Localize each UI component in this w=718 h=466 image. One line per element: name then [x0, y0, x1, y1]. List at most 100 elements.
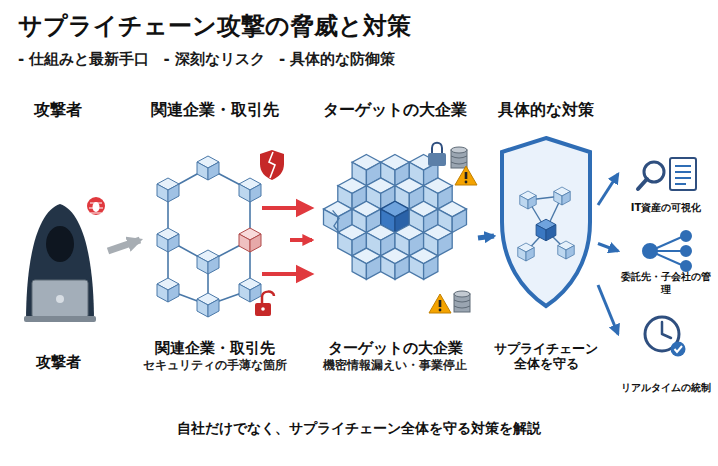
bug-icon [87, 197, 105, 215]
icon-item: リアルタイムの統制 [618, 312, 714, 394]
illustration-part [157, 228, 179, 252]
illustration-part [518, 243, 535, 261]
illustration-part [108, 174, 618, 334]
illustration-part [675, 346, 683, 352]
illustration-part [671, 342, 686, 357]
node-label: 攻撃者 [36, 353, 81, 372]
node-label: セキュリティの手薄な箇所 [143, 358, 287, 372]
node-label: リアルタイムの統制 [621, 382, 711, 395]
illustration-part [197, 250, 219, 274]
illustration-part [502, 138, 590, 306]
illustration-part [428, 153, 446, 166]
illustration-part [681, 261, 691, 271]
subtitle-item: - 仕組みと最新手口 [18, 50, 149, 69]
illustration-part [197, 156, 219, 180]
broken-shield-icon [260, 150, 284, 180]
illustration-part [157, 178, 179, 202]
illustration-part [262, 272, 300, 276]
caption: 自社だけでなく、サプライチェーン全体を守る対策を解説 [0, 420, 718, 438]
illustration-part [662, 322, 671, 338]
icon-item: 委託先・子会社の管理 [618, 228, 714, 296]
partner-network [168, 168, 250, 305]
illustration-part [197, 293, 219, 317]
illustration-part [670, 158, 696, 190]
illustration-part [518, 243, 535, 261]
connector-arrow [598, 174, 618, 205]
countermeasure-shield: 具体的な対策サプライチェーン 全体を守る [494, 100, 598, 372]
illustration-part [536, 219, 556, 241]
node-label: 機密情報漏えい・事業停止 [323, 358, 467, 372]
illustration-part [558, 241, 575, 259]
warning-icon [455, 166, 477, 185]
connector-arrow [598, 285, 618, 334]
illustration-part [32, 280, 88, 318]
warning-icon [429, 294, 451, 313]
subtitle-row: - 仕組みと最新手口- 深刻なリスク- 具体的な防御策 [18, 50, 395, 69]
connector-arrow [290, 238, 312, 242]
icon-item: IT資産の可視化 [618, 150, 714, 214]
illustration-part [352, 248, 381, 279]
padlock-icon [428, 143, 446, 166]
connector-arrow [478, 236, 494, 238]
subtitle-item: - 深刻なリスク [163, 50, 264, 69]
illustration-part [333, 210, 341, 233]
illustration-part [298, 268, 310, 280]
partner-cubes [157, 156, 261, 317]
illustration-part [239, 278, 261, 302]
node-label: サプライチェーン 全体を守る [494, 341, 598, 372]
illustration-part [89, 203, 103, 213]
open-padlock-icon [255, 292, 274, 316]
illustration-part [643, 244, 657, 258]
illustration-part [46, 226, 74, 262]
illustration-part [255, 303, 271, 316]
node-label: 関連企業・取引先 [155, 339, 275, 358]
node-label: IT資産の可視化 [631, 202, 702, 215]
illustration-part [381, 248, 410, 279]
database-icon [454, 291, 470, 312]
illustration-part [520, 191, 537, 209]
illustration-part [675, 166, 691, 184]
network-icon [643, 231, 691, 271]
illustration-part [554, 187, 571, 205]
heading: 具体的な対策 [498, 100, 594, 120]
title: サプライチェーン攻撃の脅威と対策 [18, 10, 411, 42]
illustration-part [26, 204, 94, 322]
node-label: ターゲットの大企業 [328, 339, 463, 358]
target-group: ターゲットの大企業ターゲットの大企業機密情報漏えい・事業停止 [312, 100, 478, 372]
illustration-part [261, 307, 265, 311]
illustration-part [298, 202, 310, 214]
illustration-part [432, 143, 442, 154]
illustration-part [558, 241, 575, 259]
illustration-part [681, 231, 691, 241]
illustration-part [638, 179, 647, 189]
illustration-part [87, 197, 105, 215]
illustration-part [409, 248, 438, 279]
illustration-part [157, 278, 179, 302]
illustration-part [681, 246, 691, 256]
illustration-part [239, 178, 261, 202]
heading: 関連企業・取引先 [151, 100, 279, 120]
illustration-part [269, 152, 275, 178]
illustration-part [262, 206, 300, 210]
heading: 攻撃者 [34, 100, 82, 120]
node-label: 委託先・子会社の管理 [618, 271, 714, 296]
connector-arrow [108, 240, 140, 251]
magnifier-icon [638, 158, 696, 190]
illustration-part [520, 191, 537, 209]
database-icon [451, 147, 467, 168]
illustration-part [262, 292, 274, 304]
attacker-group: 攻撃者攻撃者 [8, 100, 108, 372]
illustration-part [56, 295, 64, 303]
clock-icon [645, 317, 686, 357]
illustration-part [239, 228, 261, 252]
illustration-part [554, 187, 571, 205]
heading: ターゲットの大企業 [323, 100, 467, 120]
connector-arrow [598, 244, 618, 252]
illustration-part [260, 150, 284, 180]
target-cluster [323, 155, 466, 280]
illustration-part [536, 219, 556, 241]
shield-symbol [502, 138, 590, 306]
partner-group: 関連企業・取引先関連企業・取引先セキュリティの手薄な箇所 [140, 100, 290, 372]
